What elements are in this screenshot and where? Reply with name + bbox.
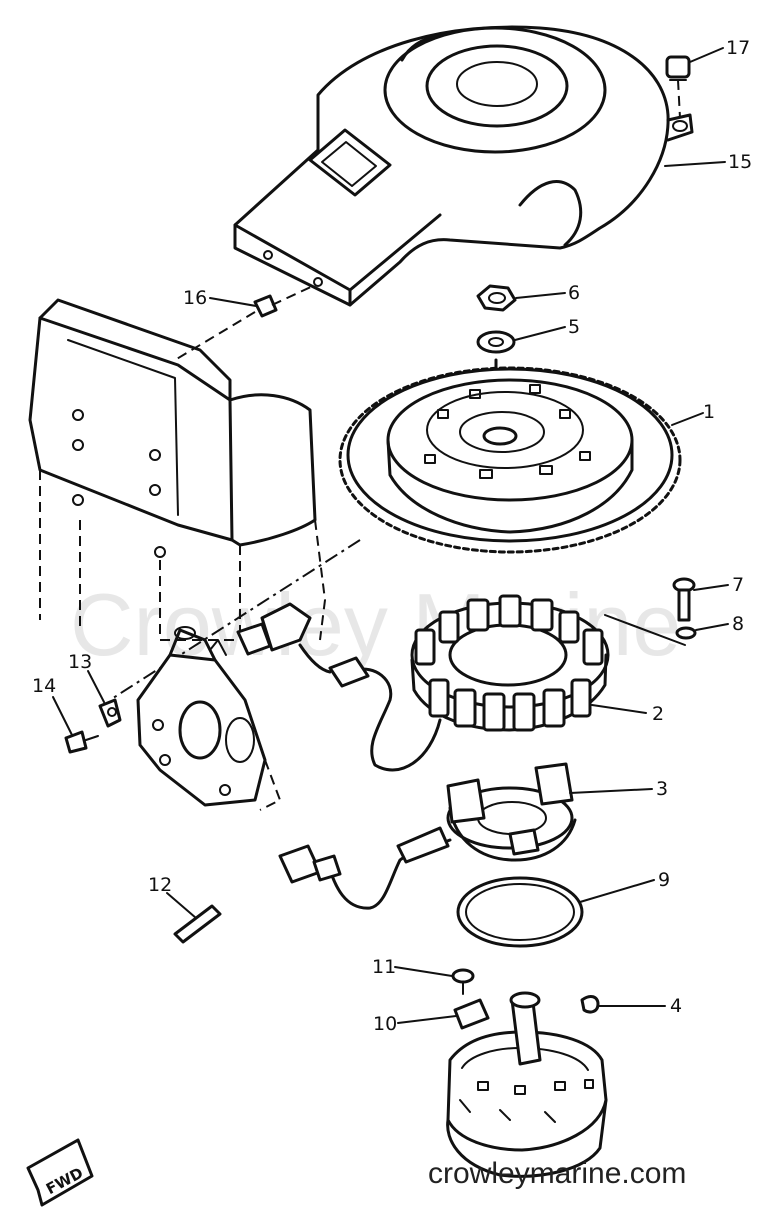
engine-block-phantom <box>28 298 327 641</box>
screw-11 <box>451 968 475 995</box>
bolt-17 <box>665 55 691 119</box>
mounting-bracket <box>136 626 282 811</box>
key-4 <box>580 995 600 1014</box>
callout-1: 1 <box>703 401 715 423</box>
callout-14: 14 <box>32 675 56 697</box>
callout-12: 12 <box>148 874 172 896</box>
clip-13 <box>98 698 122 728</box>
callout-13: 13 <box>68 651 92 673</box>
callout-17: 17 <box>726 37 750 59</box>
stator <box>410 594 610 732</box>
callout-6: 6 <box>568 282 580 304</box>
pulser-coil <box>446 762 577 862</box>
flywheel <box>338 366 682 554</box>
callout-15: 15 <box>728 151 752 173</box>
bolt-guide-line <box>604 614 686 646</box>
leader-lines <box>52 47 729 1024</box>
fwd-marker: FWD <box>26 1138 94 1207</box>
callout-3: 3 <box>656 778 668 800</box>
centre-line <box>109 539 361 701</box>
clamp-10 <box>453 998 490 1030</box>
bolt-7 <box>672 577 696 622</box>
callout-8: 8 <box>732 613 744 635</box>
pulser-wiring <box>278 826 452 910</box>
flywheel-cover <box>233 25 694 307</box>
callout-9: 9 <box>658 869 670 891</box>
callout-2: 2 <box>652 703 664 725</box>
flywheel-nut-6 <box>476 284 517 312</box>
stator-wiring <box>236 602 442 772</box>
callout-10: 10 <box>373 1013 397 1035</box>
crankcase-housing <box>446 991 608 1178</box>
callout-7: 7 <box>732 574 744 596</box>
callout-5: 5 <box>568 316 580 338</box>
callout-16: 16 <box>183 287 207 309</box>
screw-14 <box>64 730 99 754</box>
pin-12 <box>173 904 222 944</box>
callout-4: 4 <box>670 995 682 1017</box>
retaining-ring-9 <box>456 876 584 948</box>
footer-site: crowleymarine.com <box>428 1157 686 1190</box>
washer-8 <box>675 626 697 640</box>
screw-16 <box>174 284 316 361</box>
callout-labels: 17 15 16 6 5 1 7 8 2 13 14 3 9 12 11 4 1… <box>32 37 752 1035</box>
callout-11: 11 <box>372 956 396 978</box>
